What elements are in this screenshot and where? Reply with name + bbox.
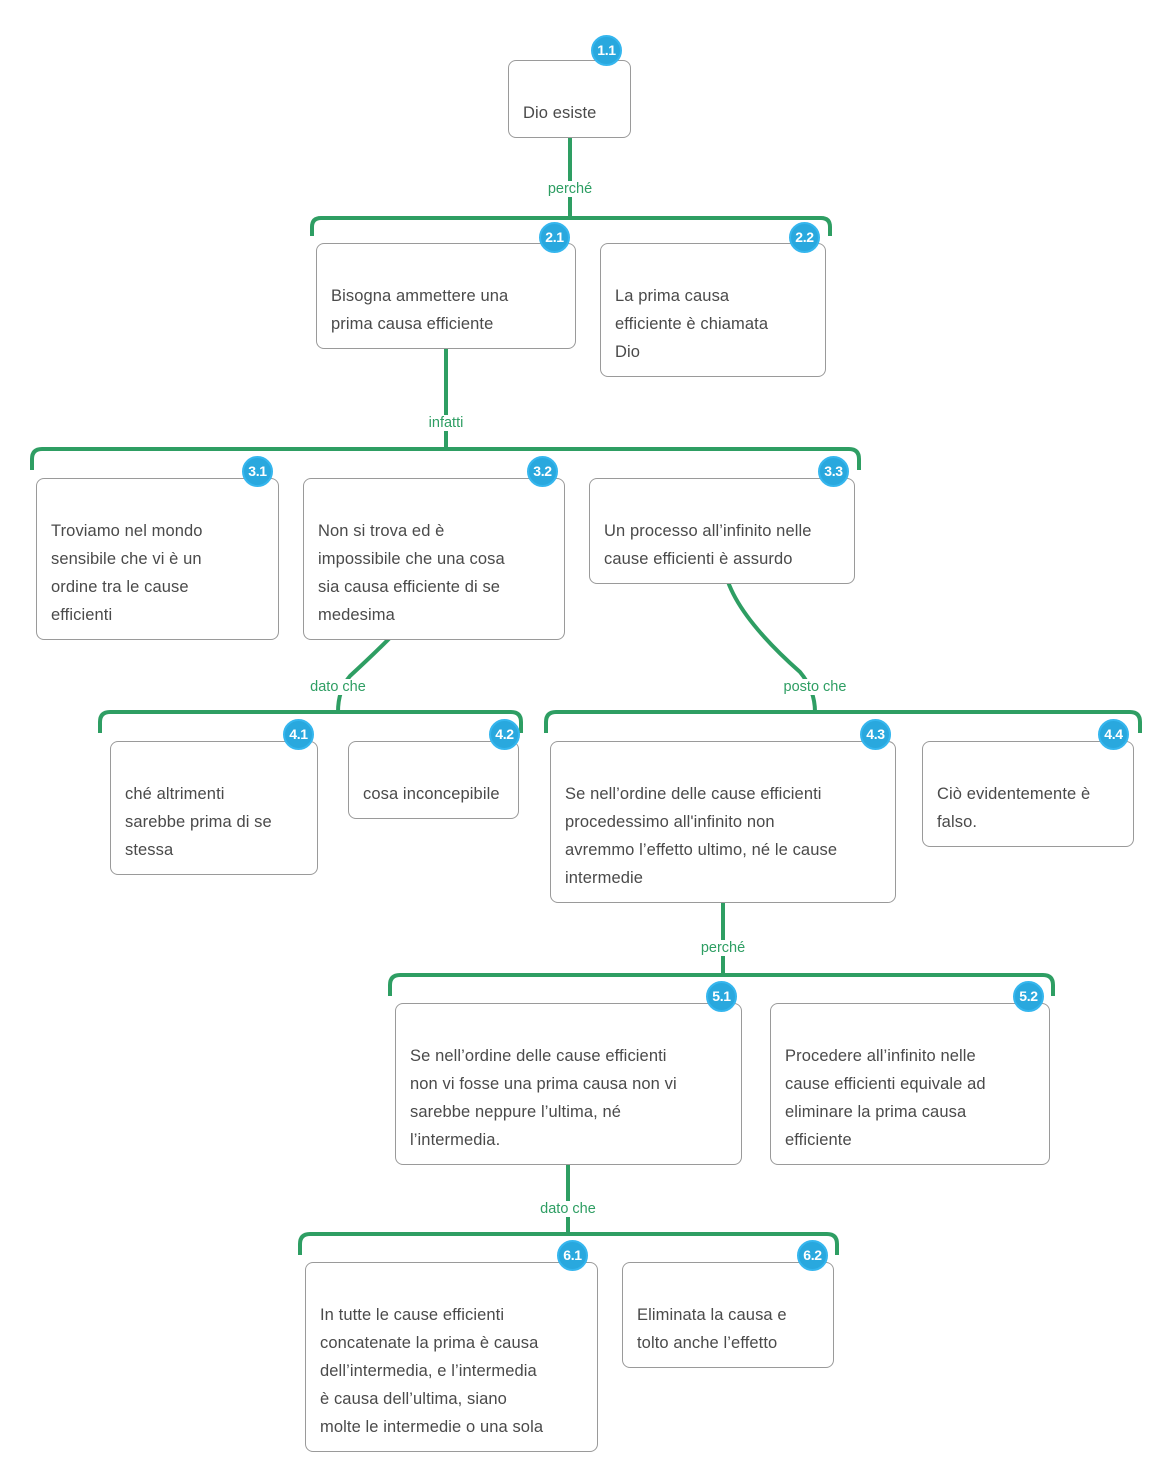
edge-label-infatti: infatti bbox=[424, 415, 468, 431]
node-badge-1-1[interactable]: 1.1 bbox=[591, 35, 622, 66]
edge-label-dato-che-1: dato che bbox=[306, 679, 370, 695]
node-4-1[interactable]: ché altrimenti sarebbe prima di se stess… bbox=[110, 741, 318, 875]
node-badge-6-1[interactable]: 6.1 bbox=[557, 1240, 588, 1271]
node-4-4[interactable]: Ciò evidentemente è falso. bbox=[922, 741, 1134, 847]
bracket-row-2 bbox=[310, 216, 832, 236]
node-6-2[interactable]: Eliminata la causa e tolto anche l’effet… bbox=[622, 1262, 834, 1368]
node-badge-3-2[interactable]: 3.2 bbox=[527, 456, 558, 487]
node-5-2-text: Procedere all’infinito nelle cause effic… bbox=[785, 1047, 986, 1149]
node-1-1-text: Dio esiste bbox=[523, 104, 597, 122]
node-badge-2-1[interactable]: 2.1 bbox=[539, 222, 570, 253]
node-badge-4-4[interactable]: 4.4 bbox=[1098, 719, 1129, 750]
node-3-3-text: Un processo all’infinito nelle cause eff… bbox=[604, 522, 812, 568]
node-3-3[interactable]: Un processo all’infinito nelle cause eff… bbox=[589, 478, 855, 584]
node-badge-4-2[interactable]: 4.2 bbox=[489, 719, 520, 750]
node-2-2[interactable]: La prima causa efficiente è chiamata Dio bbox=[600, 243, 826, 377]
node-6-1[interactable]: In tutte le cause efficienti concatenate… bbox=[305, 1262, 598, 1452]
bracket-row-3 bbox=[30, 447, 861, 470]
node-4-2-text: cosa inconcepibile bbox=[363, 785, 500, 803]
edge-label-dato-che-2: dato che bbox=[536, 1201, 600, 1217]
node-badge-2-2[interactable]: 2.2 bbox=[789, 222, 820, 253]
node-badge-5-2[interactable]: 5.2 bbox=[1013, 981, 1044, 1012]
edge-label-perche-2: perché bbox=[696, 940, 750, 956]
node-2-1-text: Bisogna ammettere una prima causa effici… bbox=[331, 287, 509, 333]
node-4-2[interactable]: cosa inconcepibile bbox=[348, 741, 519, 819]
node-badge-3-3[interactable]: 3.3 bbox=[818, 456, 849, 487]
node-6-1-text: In tutte le cause efficienti concatenate… bbox=[320, 1306, 544, 1436]
node-4-3-text: Se nell’ordine delle cause efficienti pr… bbox=[565, 785, 838, 887]
node-badge-4-3[interactable]: 4.3 bbox=[860, 719, 891, 750]
node-4-3[interactable]: Se nell’ordine delle cause efficienti pr… bbox=[550, 741, 896, 903]
node-6-2-text: Eliminata la causa e tolto anche l’effet… bbox=[637, 1306, 787, 1352]
node-2-1[interactable]: Bisogna ammettere una prima causa effici… bbox=[316, 243, 576, 349]
node-5-2[interactable]: Procedere all’infinito nelle cause effic… bbox=[770, 1003, 1050, 1165]
edge-label-perche-1: perché bbox=[543, 181, 597, 197]
edge-label-posto-che: posto che bbox=[779, 679, 851, 695]
node-3-1[interactable]: Troviamo nel mondo sensibile che vi è un… bbox=[36, 478, 279, 640]
node-4-1-text: ché altrimenti sarebbe prima di se stess… bbox=[125, 785, 272, 859]
node-badge-6-2[interactable]: 6.2 bbox=[797, 1240, 828, 1271]
bracket-row-4b bbox=[544, 710, 1142, 733]
node-badge-5-1[interactable]: 5.1 bbox=[706, 981, 737, 1012]
node-3-2-text: Non si trova ed è impossibile che una co… bbox=[318, 522, 505, 624]
node-3-2[interactable]: Non si trova ed è impossibile che una co… bbox=[303, 478, 565, 640]
node-5-1-text: Se nell’ordine delle cause efficienti no… bbox=[410, 1047, 677, 1149]
node-badge-3-1[interactable]: 3.1 bbox=[242, 456, 273, 487]
node-2-2-text: La prima causa efficiente è chiamata Dio bbox=[615, 287, 769, 361]
node-badge-4-1[interactable]: 4.1 bbox=[283, 719, 314, 750]
node-1-1[interactable]: Dio esiste bbox=[508, 60, 631, 138]
node-3-1-text: Troviamo nel mondo sensibile che vi è un… bbox=[51, 522, 203, 624]
node-4-4-text: Ciò evidentemente è falso. bbox=[937, 785, 1091, 831]
node-5-1[interactable]: Se nell’ordine delle cause efficienti no… bbox=[395, 1003, 742, 1165]
